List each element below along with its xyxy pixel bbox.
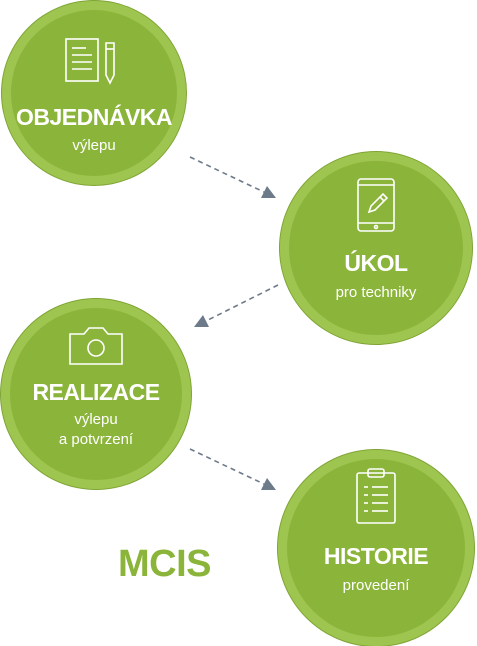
step-realization-title: REALIZACE [32,379,160,405]
arrow-1-to-2 [189,156,267,194]
tablet-pen-icon [356,177,396,238]
step-task-subtitle: pro techniky [335,284,417,301]
camera-icon [68,326,124,371]
step-realization-subtitle: výlepu a potvrzení [1,410,191,450]
arrow-2-to-3 [203,284,279,323]
step-task-title: ÚKOL [344,250,408,276]
step-realization-subtitle-line-2: a potvrzení [58,431,134,448]
step-task-circle: ÚKOL pro techniky [280,152,472,344]
step-history-subtitle: provedení [342,577,410,594]
brand-logo-text: MCIS [118,543,212,585]
clipboard-checklist-icon [354,467,398,530]
step-order-circle: OBJEDNÁVKA výlepu [2,1,186,185]
step-history-title: HISTORIE [323,543,429,569]
step-order-subtitle: výlepu [72,137,116,154]
arrowhead-2 [194,315,209,327]
step-order-title: OBJEDNÁVKA [15,104,173,130]
step-realization-subtitle-line-1: výlepu [74,411,118,428]
arrowhead-1 [261,186,276,198]
step-realization-circle: REALIZACE výlepu a potvrzení [1,299,191,489]
document-pen-icon [62,35,126,90]
arrow-3-to-4 [189,448,267,486]
arrowhead-3 [261,478,276,490]
step-history-circle: HISTORIE provedení [278,450,474,646]
